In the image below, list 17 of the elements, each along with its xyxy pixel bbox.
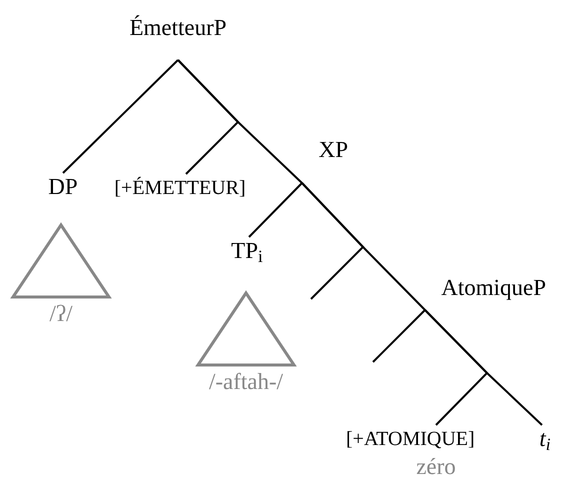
- phonological-form: /ʔ/: [50, 300, 72, 328]
- feature-label: [+ATOMIQUE]: [346, 427, 475, 452]
- tree-branch: [372, 309, 426, 363]
- phrase-label: XP: [318, 136, 348, 164]
- feature-label: [+ÉMETTEUR]: [114, 176, 246, 201]
- tree-branch: [62, 59, 179, 174]
- tree-branch: [301, 182, 426, 311]
- tree-branch: [424, 309, 543, 426]
- trace-label: t$_{i}$: [539, 425, 551, 453]
- phonological-form: zéro: [416, 453, 456, 481]
- tree-branch: [248, 182, 303, 238]
- phrase-label: ÉmetteurP: [129, 14, 227, 42]
- phonological-form: /-aftah-/: [208, 368, 284, 396]
- phrase-label: DP: [48, 173, 78, 201]
- phrase-label: AtomiqueP: [441, 274, 546, 302]
- phrase-label: TP$_{i}$: [231, 237, 263, 265]
- tree-branch: [177, 59, 303, 184]
